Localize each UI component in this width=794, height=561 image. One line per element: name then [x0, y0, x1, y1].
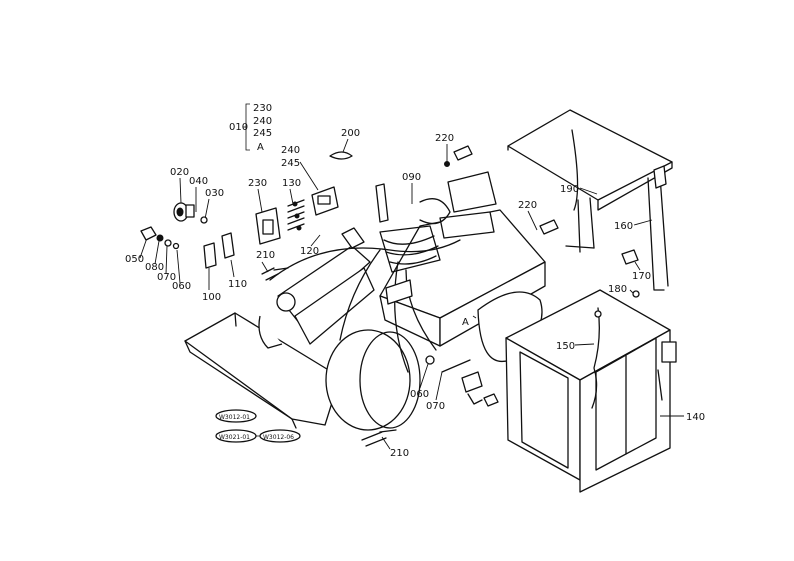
- loader-body: A: [269, 171, 546, 431]
- label-240: 240: [281, 145, 300, 156]
- label-120: 120: [300, 246, 319, 257]
- label-050: 050: [125, 254, 144, 265]
- label-230: 230: [248, 178, 267, 189]
- label-110: 110: [228, 279, 247, 290]
- label-190: 190: [560, 184, 579, 195]
- label-030: 030: [205, 188, 224, 199]
- cable-150: [591, 307, 600, 409]
- label-245: 245: [281, 158, 300, 169]
- label-040: 040: [189, 176, 208, 187]
- parts-middle-left: 230 130 120 240 245 200: [248, 128, 360, 257]
- bolt-060-lower: [425, 355, 435, 365]
- label-090: 090: [402, 172, 421, 183]
- label-140: 140: [686, 412, 705, 423]
- label-080: 080: [145, 262, 164, 273]
- nut-080: [156, 234, 164, 242]
- label-group-240: 240: [253, 116, 272, 127]
- operator-seat: [447, 171, 497, 213]
- label-070: 070: [157, 272, 176, 283]
- cab-140: [505, 289, 677, 493]
- label-210-upper: 210: [256, 250, 275, 261]
- label-020: 020: [170, 167, 189, 178]
- reference-stamps: W3012-01 W3021-01 W3012-06: [215, 409, 301, 443]
- label-group-a: A: [257, 142, 264, 153]
- label-group-230: 230: [253, 103, 272, 114]
- label-220-upper: 220: [435, 133, 454, 144]
- wire-210-upper: [261, 267, 289, 281]
- canopy-roof-190: [507, 109, 673, 291]
- connector-220-right: [539, 219, 559, 235]
- label-160: 160: [614, 221, 633, 232]
- label-150: 150: [556, 341, 575, 352]
- stamp-w3021-01: W3021-01: [219, 434, 250, 441]
- loader-arms: [258, 227, 375, 349]
- label-130: 130: [282, 178, 301, 189]
- label-group-245: 245: [253, 128, 272, 139]
- wire-210-lower: [361, 429, 397, 447]
- lamp-100: [203, 242, 217, 269]
- label-060: 060: [172, 281, 191, 292]
- label-100: 100: [202, 292, 221, 303]
- switch-020: [173, 202, 195, 222]
- front-wheel: [325, 329, 411, 431]
- label-170: 170: [632, 271, 651, 282]
- washer-030: [200, 216, 208, 224]
- clamp-200: [329, 151, 353, 160]
- bracket-050: [140, 226, 157, 241]
- rod-070: [441, 359, 471, 373]
- label-070-lower: 070: [426, 401, 445, 412]
- wiring-harness-090: [379, 225, 441, 273]
- marker-a: A: [462, 317, 469, 328]
- label-060-lower: 060: [410, 389, 429, 400]
- fuse-set-130: [287, 199, 305, 231]
- label-200: 200: [341, 128, 360, 139]
- lamp-110: [221, 232, 235, 259]
- washer-070: [164, 239, 172, 247]
- label-220-right: 220: [518, 200, 537, 211]
- label-010: 010: [229, 122, 248, 133]
- stamp-w3012-06: W3012-06: [263, 434, 294, 441]
- label-210-lower: 210: [390, 448, 409, 459]
- group-010-callout: 010 230 240 245 A: [229, 103, 272, 153]
- connector-220-upper: [453, 145, 473, 161]
- bolt-180: [632, 290, 640, 298]
- stamp-w3012-01: W3012-01: [219, 414, 250, 421]
- label-180: 180: [608, 284, 627, 295]
- bolt-060: [172, 242, 180, 250]
- lamp-170: [621, 249, 639, 265]
- parts-upper-left: 020 040 030 050 080 070 060 100 110: [125, 167, 247, 303]
